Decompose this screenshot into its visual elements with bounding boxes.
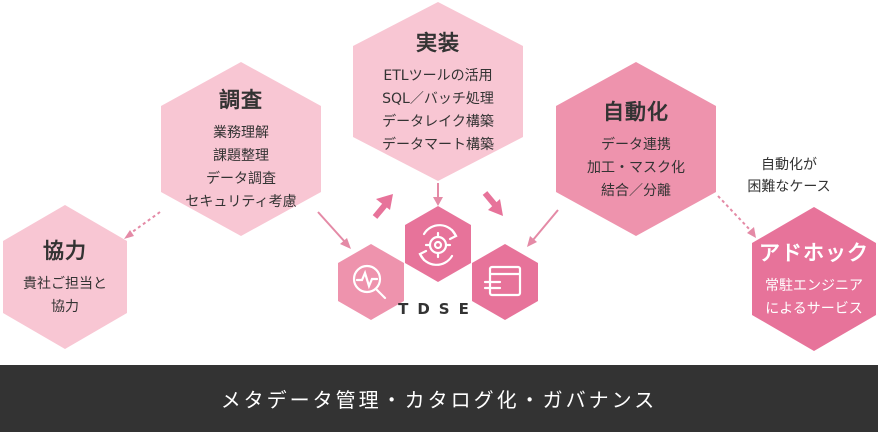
core-hex-right [472,244,538,320]
footer-text: メタデータ管理・カタログ化・ガバナンス [220,388,658,412]
connector-arrow-adhoc [747,227,756,238]
node-jisso-line: データマート構築 [382,136,494,153]
node-jidoka-line: 加工・マスク化 [587,159,685,176]
node-jidoka-title: 自動化 [603,99,669,124]
node-jidoka-line: データ連携 [601,136,671,153]
side-note-line: 困難なケース [747,179,831,195]
node-jidoka: 自動化 データ連携 加工・マスク化 結合／分離 [556,62,716,236]
node-chosa-line: 業務理解 [213,125,269,141]
hex-kyoryoku-shape [3,205,127,349]
node-chosa-line: 課題整理 [213,148,269,164]
node-jisso-title: 実装 [416,30,460,55]
connector-chosa-kyoryoku [127,211,161,236]
footer-banner: メタデータ管理・カタログ化・ガバナンス [0,365,878,432]
connector-arrow-jidoka-core [527,236,537,247]
node-adhoc-title: アドホック [759,241,869,265]
node-adhoc: アドホック 常駐エンジニア によるサービス [752,207,876,351]
connector-jidoka-adhoc [717,195,753,233]
node-adhoc-line: 常駐エンジニア [765,278,863,294]
node-jisso-line: SQL／バッチ処理 [382,90,494,107]
connector-jidoka-core [532,209,559,241]
node-chosa-line: データ調査 [206,171,276,187]
side-note: 自動化が 困難なケース [724,154,854,198]
hex-jisso-shape [353,2,523,181]
node-kyoryoku-title: 協力 [43,239,87,263]
core-hex-center [405,206,471,282]
connector-arrow-chosa-core [340,238,351,249]
core-label: TDSE [398,300,478,318]
node-chosa: 調査 業務理解 課題整理 データ調査 セキュリティ考慮 [161,62,321,236]
node-adhoc-line: によるサービス [765,301,863,317]
connector-arrow-jisso-core [433,197,443,206]
connector-chosa-core [317,211,346,243]
node-chosa-title: 調査 [219,88,263,112]
node-jisso-line: ETLツールの活用 [383,67,493,84]
cycle-arrow-up-right [372,194,393,219]
analysis-magnifier-icon [352,264,387,300]
cycle-arrow-down-right [482,191,503,216]
hex-adhoc-shape [752,207,876,351]
hex-chosa-shape [161,62,321,236]
node-jidoka-line: 結合／分離 [601,182,671,199]
node-kyoryoku: 協力 貴社ご担当と 協力 [3,205,127,349]
node-chosa-line: セキュリティ考慮 [185,194,297,210]
node-kyoryoku-line: 貴社ご担当と [23,276,107,292]
node-jisso: 実装 ETLツールの活用 SQL／バッチ処理 データレイク構築 データマート構築 [353,2,523,181]
hex-jidoka-shape [556,62,716,236]
window-list-icon [483,265,522,297]
node-kyoryoku-line: 協力 [51,299,79,315]
connector-arrow-kyoryoku [124,230,134,239]
gear-cycle-icon [418,224,458,266]
side-note-line: 自動化が [761,157,817,173]
node-jisso-line: データレイク構築 [382,113,494,130]
